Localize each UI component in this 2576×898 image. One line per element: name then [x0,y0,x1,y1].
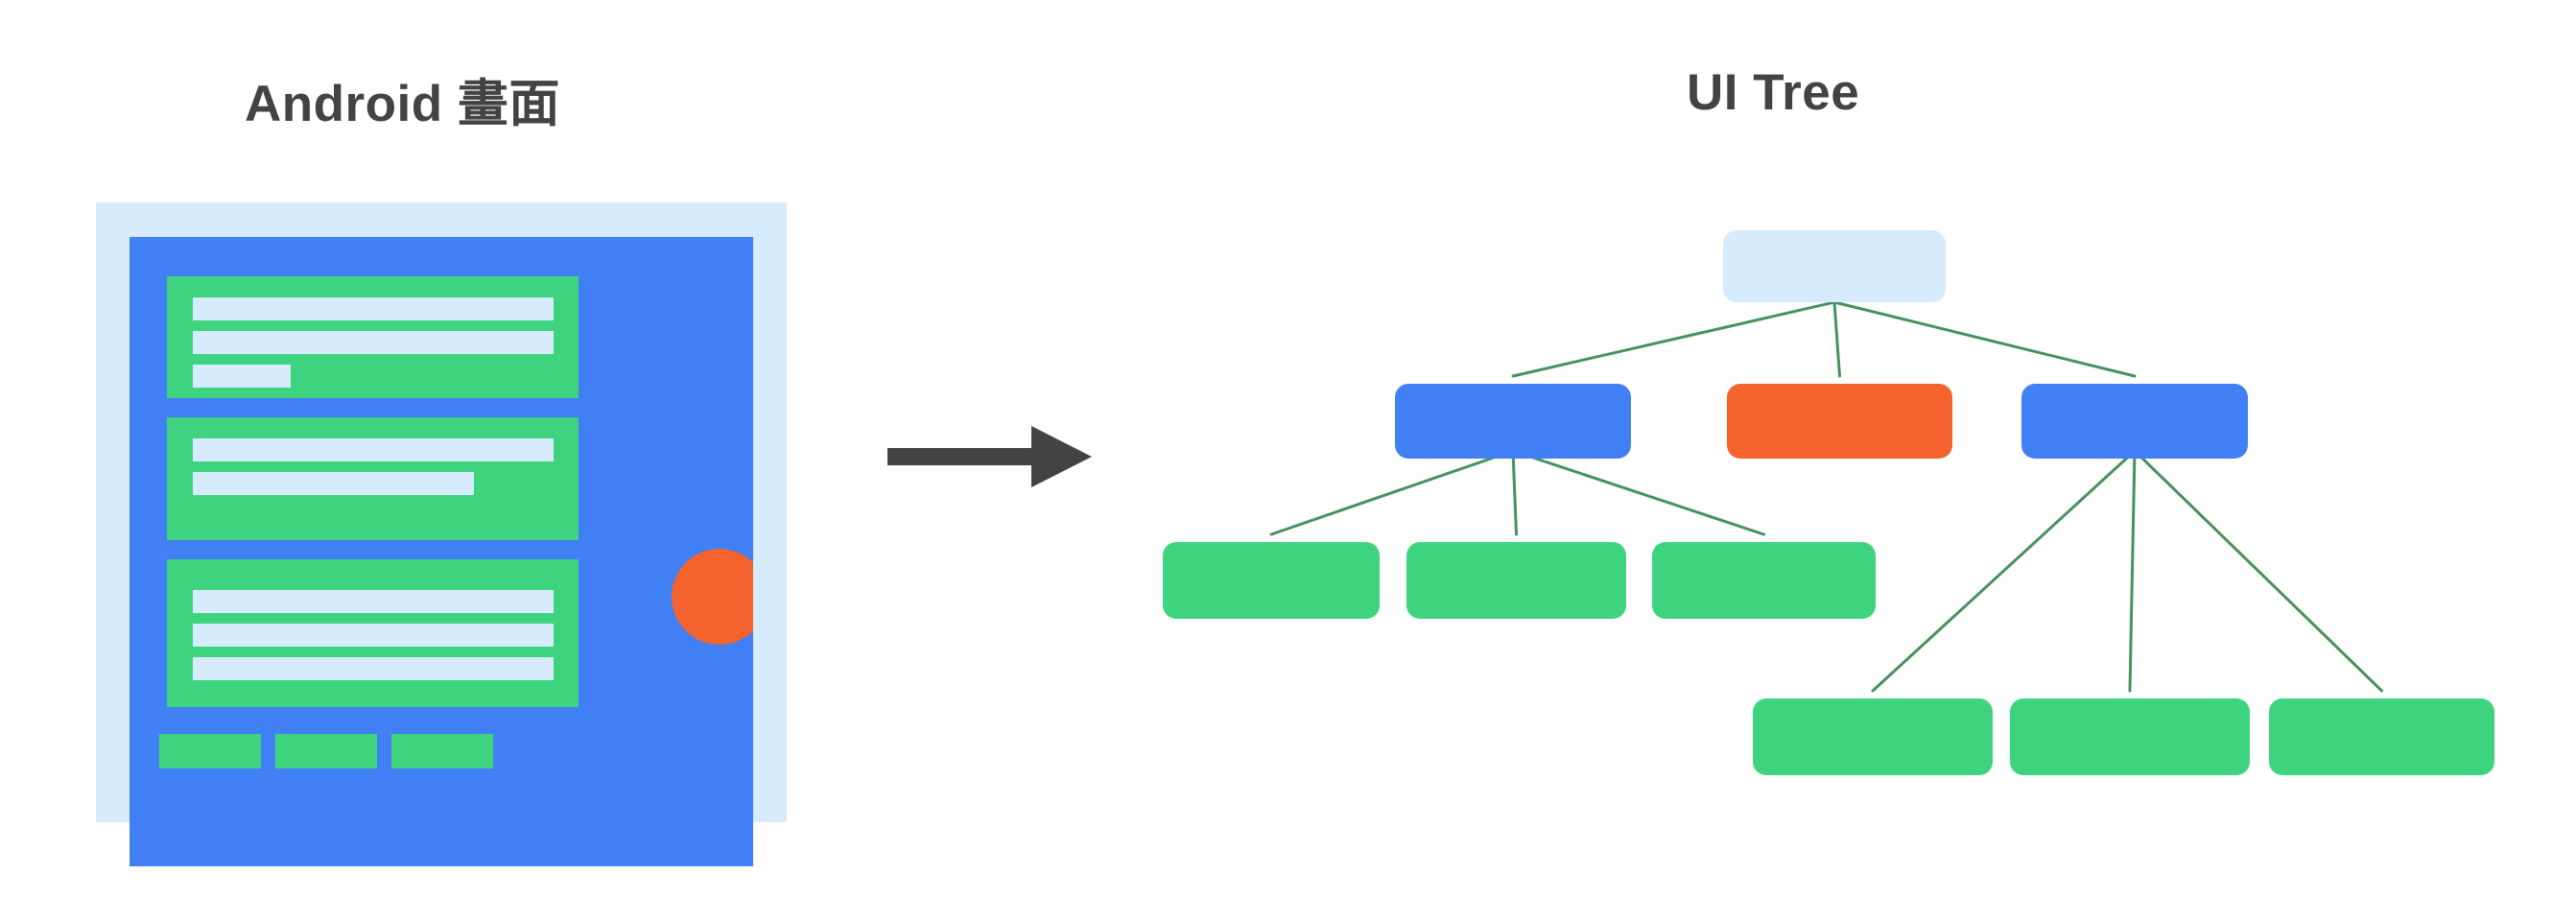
card-text-line [193,624,554,647]
tree-edge [1511,449,1518,536]
tree-node-child-2[interactable] [1727,384,1952,459]
ui-tree-diagram [1103,192,2542,844]
tree-node-leaf-5[interactable] [2010,698,2250,775]
tree-node-leaf-3[interactable] [1652,542,1876,619]
card-text-line [193,590,554,613]
right-arrow-icon [887,426,1092,487]
floating-action-button-icon[interactable] [672,549,753,645]
list-item-card[interactable] [167,417,579,540]
card-text-line [193,438,554,461]
card-text-line [193,297,554,320]
tree-node-root[interactable] [1723,230,1946,302]
card-text-line [193,657,554,680]
list-item-card[interactable] [167,559,579,707]
tree-edge [2128,449,2137,693]
tree-node-child-3[interactable] [2021,384,2248,459]
tree-edge [1511,300,1836,378]
tree-edge [1269,449,1515,536]
tree-connector-lines [1269,300,2383,693]
card-text-line [193,365,291,388]
nav-tab-item[interactable] [275,734,377,768]
list-item-card[interactable] [167,276,579,398]
tree-node-leaf-6[interactable] [2269,698,2494,775]
tree-edge [1832,300,1841,378]
tree-node-leaf-2[interactable] [1406,542,1626,619]
tree-node-leaf-1[interactable] [1163,542,1380,619]
tree-edge [1871,449,2137,693]
tree-edge [1511,449,1765,536]
tree-edge [1832,300,2137,378]
ui-tree-title: UI Tree [1687,64,1860,121]
android-phone-frame [96,202,787,866]
bottom-navigation-bar [130,708,753,787]
android-screen-content [130,237,753,707]
card-text-line [193,472,474,495]
card-text-line [193,331,554,354]
android-screen-title: Android 畫面 [245,76,560,132]
tree-node-child-1[interactable] [1395,384,1631,459]
nav-tab-item[interactable] [391,734,493,768]
nav-tab-item[interactable] [159,734,261,768]
tree-edge [2133,449,2383,693]
tree-node-leaf-4[interactable] [1753,698,1993,775]
